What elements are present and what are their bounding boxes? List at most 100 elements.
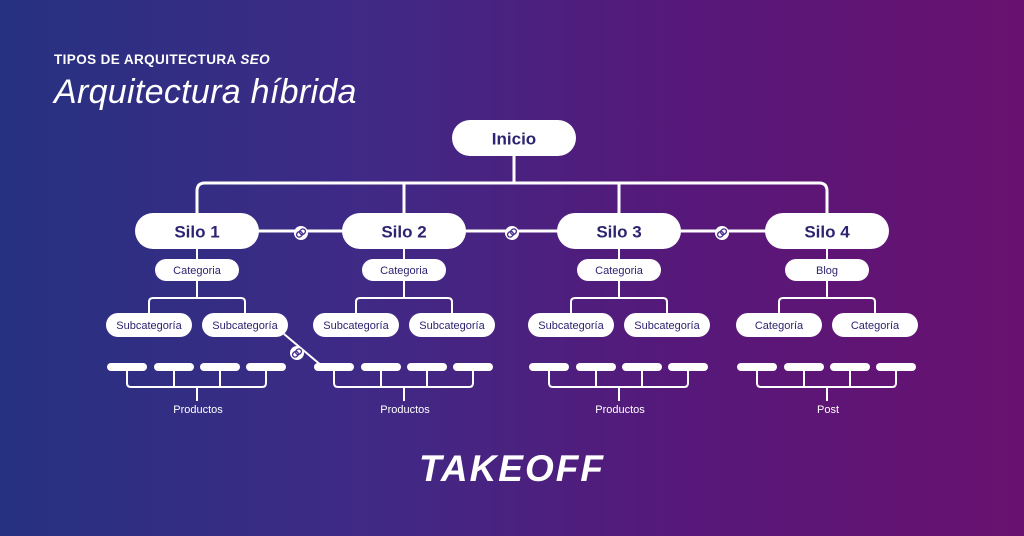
silo-2-category-node-shape	[362, 259, 446, 281]
silo-1-child-node-2-label: Subcategoría	[212, 320, 278, 332]
link-icon-silo-1-2-loop-b	[298, 228, 307, 236]
heading: TIPOS DE ARQUITECTURA SEO Arquitectura h…	[54, 52, 357, 112]
link-icon-silo-2-3-loop-b	[509, 228, 518, 236]
silo-3-child-node-2: Subcategoría	[624, 313, 710, 337]
silo-4-sub-bracket	[778, 297, 876, 313]
silo-1-node-shape	[135, 213, 259, 249]
silo-2-child-node-2-label: Subcategoría	[419, 320, 485, 332]
link-icon-silo-3-4-loop-a	[716, 230, 725, 238]
silo-2-category-node-label: Categoria	[380, 265, 429, 277]
silo-4-item-bar-2	[784, 363, 824, 371]
silo-3-category-node-shape	[577, 259, 661, 281]
silo-2-node: Silo 2	[342, 213, 466, 249]
silo-2-node-label: Silo 2	[381, 223, 426, 242]
link-icon-silo-2-3-bg	[505, 226, 519, 240]
silo-3-product-bracket	[548, 371, 689, 388]
silo-2-item-bar-4	[453, 363, 493, 371]
silo-2-child-node-1: Subcategoría	[313, 313, 399, 337]
silo-4-category-node: Blog	[785, 259, 869, 281]
silo-1-item-bar-3	[200, 363, 240, 371]
silo-4-item-bar-4	[876, 363, 916, 371]
silo-3-group-label: Productos	[595, 404, 645, 416]
silo-3-child-node-2-label: Subcategoría	[634, 320, 700, 332]
link-icon-silo-3-4	[715, 226, 729, 240]
link-icon-silo-1-2-loop-a	[295, 230, 304, 238]
silo-1-category-node: Categoria	[155, 259, 239, 281]
link-icon-cross-silo-loop-b	[294, 348, 303, 356]
silo-4-item-bar-1	[737, 363, 777, 371]
silo-2-child-node-1-label: Subcategoría	[323, 320, 389, 332]
silo-3-item-bar-3	[622, 363, 662, 371]
page-title: Arquitectura híbrida	[54, 73, 357, 111]
eyebrow-main: TIPOS DE ARQUITECTURA	[54, 52, 237, 67]
logo-text: TAKEOFF	[419, 448, 605, 489]
silo-4-child-node-1: Categoría	[736, 313, 822, 337]
silo-2-child-node-2: Subcategoría	[409, 313, 495, 337]
eyebrow: TIPOS DE ARQUITECTURA SEO	[54, 52, 357, 67]
silo-1-child-node-1-shape	[106, 313, 192, 337]
silo-3-category-node: Categoria	[577, 259, 661, 281]
link-icon-cross-silo-bg	[290, 346, 304, 360]
link-icon-silo-2-3	[505, 226, 519, 240]
silo-1-category-node-label: Categoria	[173, 265, 222, 277]
silo-2-item-bar-1	[314, 363, 354, 371]
link-icon-cross-silo	[290, 346, 304, 360]
silo-2-group-label: Productos	[380, 404, 430, 416]
root-node-label: Inicio	[492, 130, 536, 149]
silo-2-child-node-2-shape	[409, 313, 495, 337]
silo-2-sub-bracket	[355, 297, 453, 313]
silo-2-item-bar-2	[361, 363, 401, 371]
link-icon-silo-2-3-loop-a	[506, 230, 515, 238]
silo-2-child-node-1-shape	[313, 313, 399, 337]
silo-1-category-node-shape	[155, 259, 239, 281]
silo-4-product-bracket	[756, 371, 897, 388]
silo-3-child-node-1: Subcategoría	[528, 313, 614, 337]
silo-3-child-node-1-shape	[528, 313, 614, 337]
silo-3-child-node-2-shape	[624, 313, 710, 337]
silo-3-node-shape	[557, 213, 681, 249]
silo-4-item-bar-3	[830, 363, 870, 371]
link-icon-silo-1-2-bg	[294, 226, 308, 240]
silo-1-child-node-1-label: Subcategoría	[116, 320, 182, 332]
silo-4-node-shape	[765, 213, 889, 249]
link-icon-cross-silo-loop-a	[291, 350, 300, 358]
silo-4-node: Silo 4	[765, 213, 889, 249]
root-node: Inicio	[452, 120, 576, 156]
silo-1-group-label: Productos	[173, 404, 223, 416]
silo-3-sub-bracket	[570, 297, 668, 313]
silo-1-child-node-1: Subcategoría	[106, 313, 192, 337]
silo-1-item-bar-4	[246, 363, 286, 371]
root-node-shape	[452, 120, 576, 156]
silo-3-item-bar-2	[576, 363, 616, 371]
silo-4-group-label: Post	[817, 404, 839, 416]
silo-4-category-node-shape	[785, 259, 869, 281]
silo-4-child-node-2-label: Categoría	[851, 320, 900, 332]
silo-3-item-bar-1	[529, 363, 569, 371]
silo-4-child-node-2: Categoría	[832, 313, 918, 337]
silo-4-node-label: Silo 4	[804, 223, 850, 242]
silo-2-product-bracket	[333, 371, 474, 388]
silo-4-child-node-1-shape	[736, 313, 822, 337]
silo-3-item-bar-4	[668, 363, 708, 371]
silo-3-node-label: Silo 3	[596, 223, 641, 242]
silo-4-category-node-label: Blog	[816, 265, 838, 277]
silo-3-child-node-1-label: Subcategoría	[538, 320, 604, 332]
silo-3-node: Silo 3	[557, 213, 681, 249]
silo-1-child-node-2: Subcategoría	[202, 313, 288, 337]
silo-1-node-label: Silo 1	[174, 223, 219, 242]
silo-4-child-node-1-label: Categoría	[755, 320, 804, 332]
silo-1-item-bar-2	[154, 363, 194, 371]
silo-1-child-node-2-shape	[202, 313, 288, 337]
silo-2-node-shape	[342, 213, 466, 249]
eyebrow-emphasis: SEO	[240, 52, 271, 67]
link-icon-silo-1-2	[294, 226, 308, 240]
silo-1-product-bracket	[126, 371, 267, 388]
silo-2-category-node: Categoria	[362, 259, 446, 281]
link-icon-silo-3-4-loop-b	[719, 228, 728, 236]
root-bar	[195, 181, 829, 213]
brand-logo: TAKEOFF	[0, 448, 1024, 490]
link-icon-silo-3-4-bg	[715, 226, 729, 240]
silo-3-category-node-label: Categoria	[595, 265, 644, 277]
silo-1-node: Silo 1	[135, 213, 259, 249]
